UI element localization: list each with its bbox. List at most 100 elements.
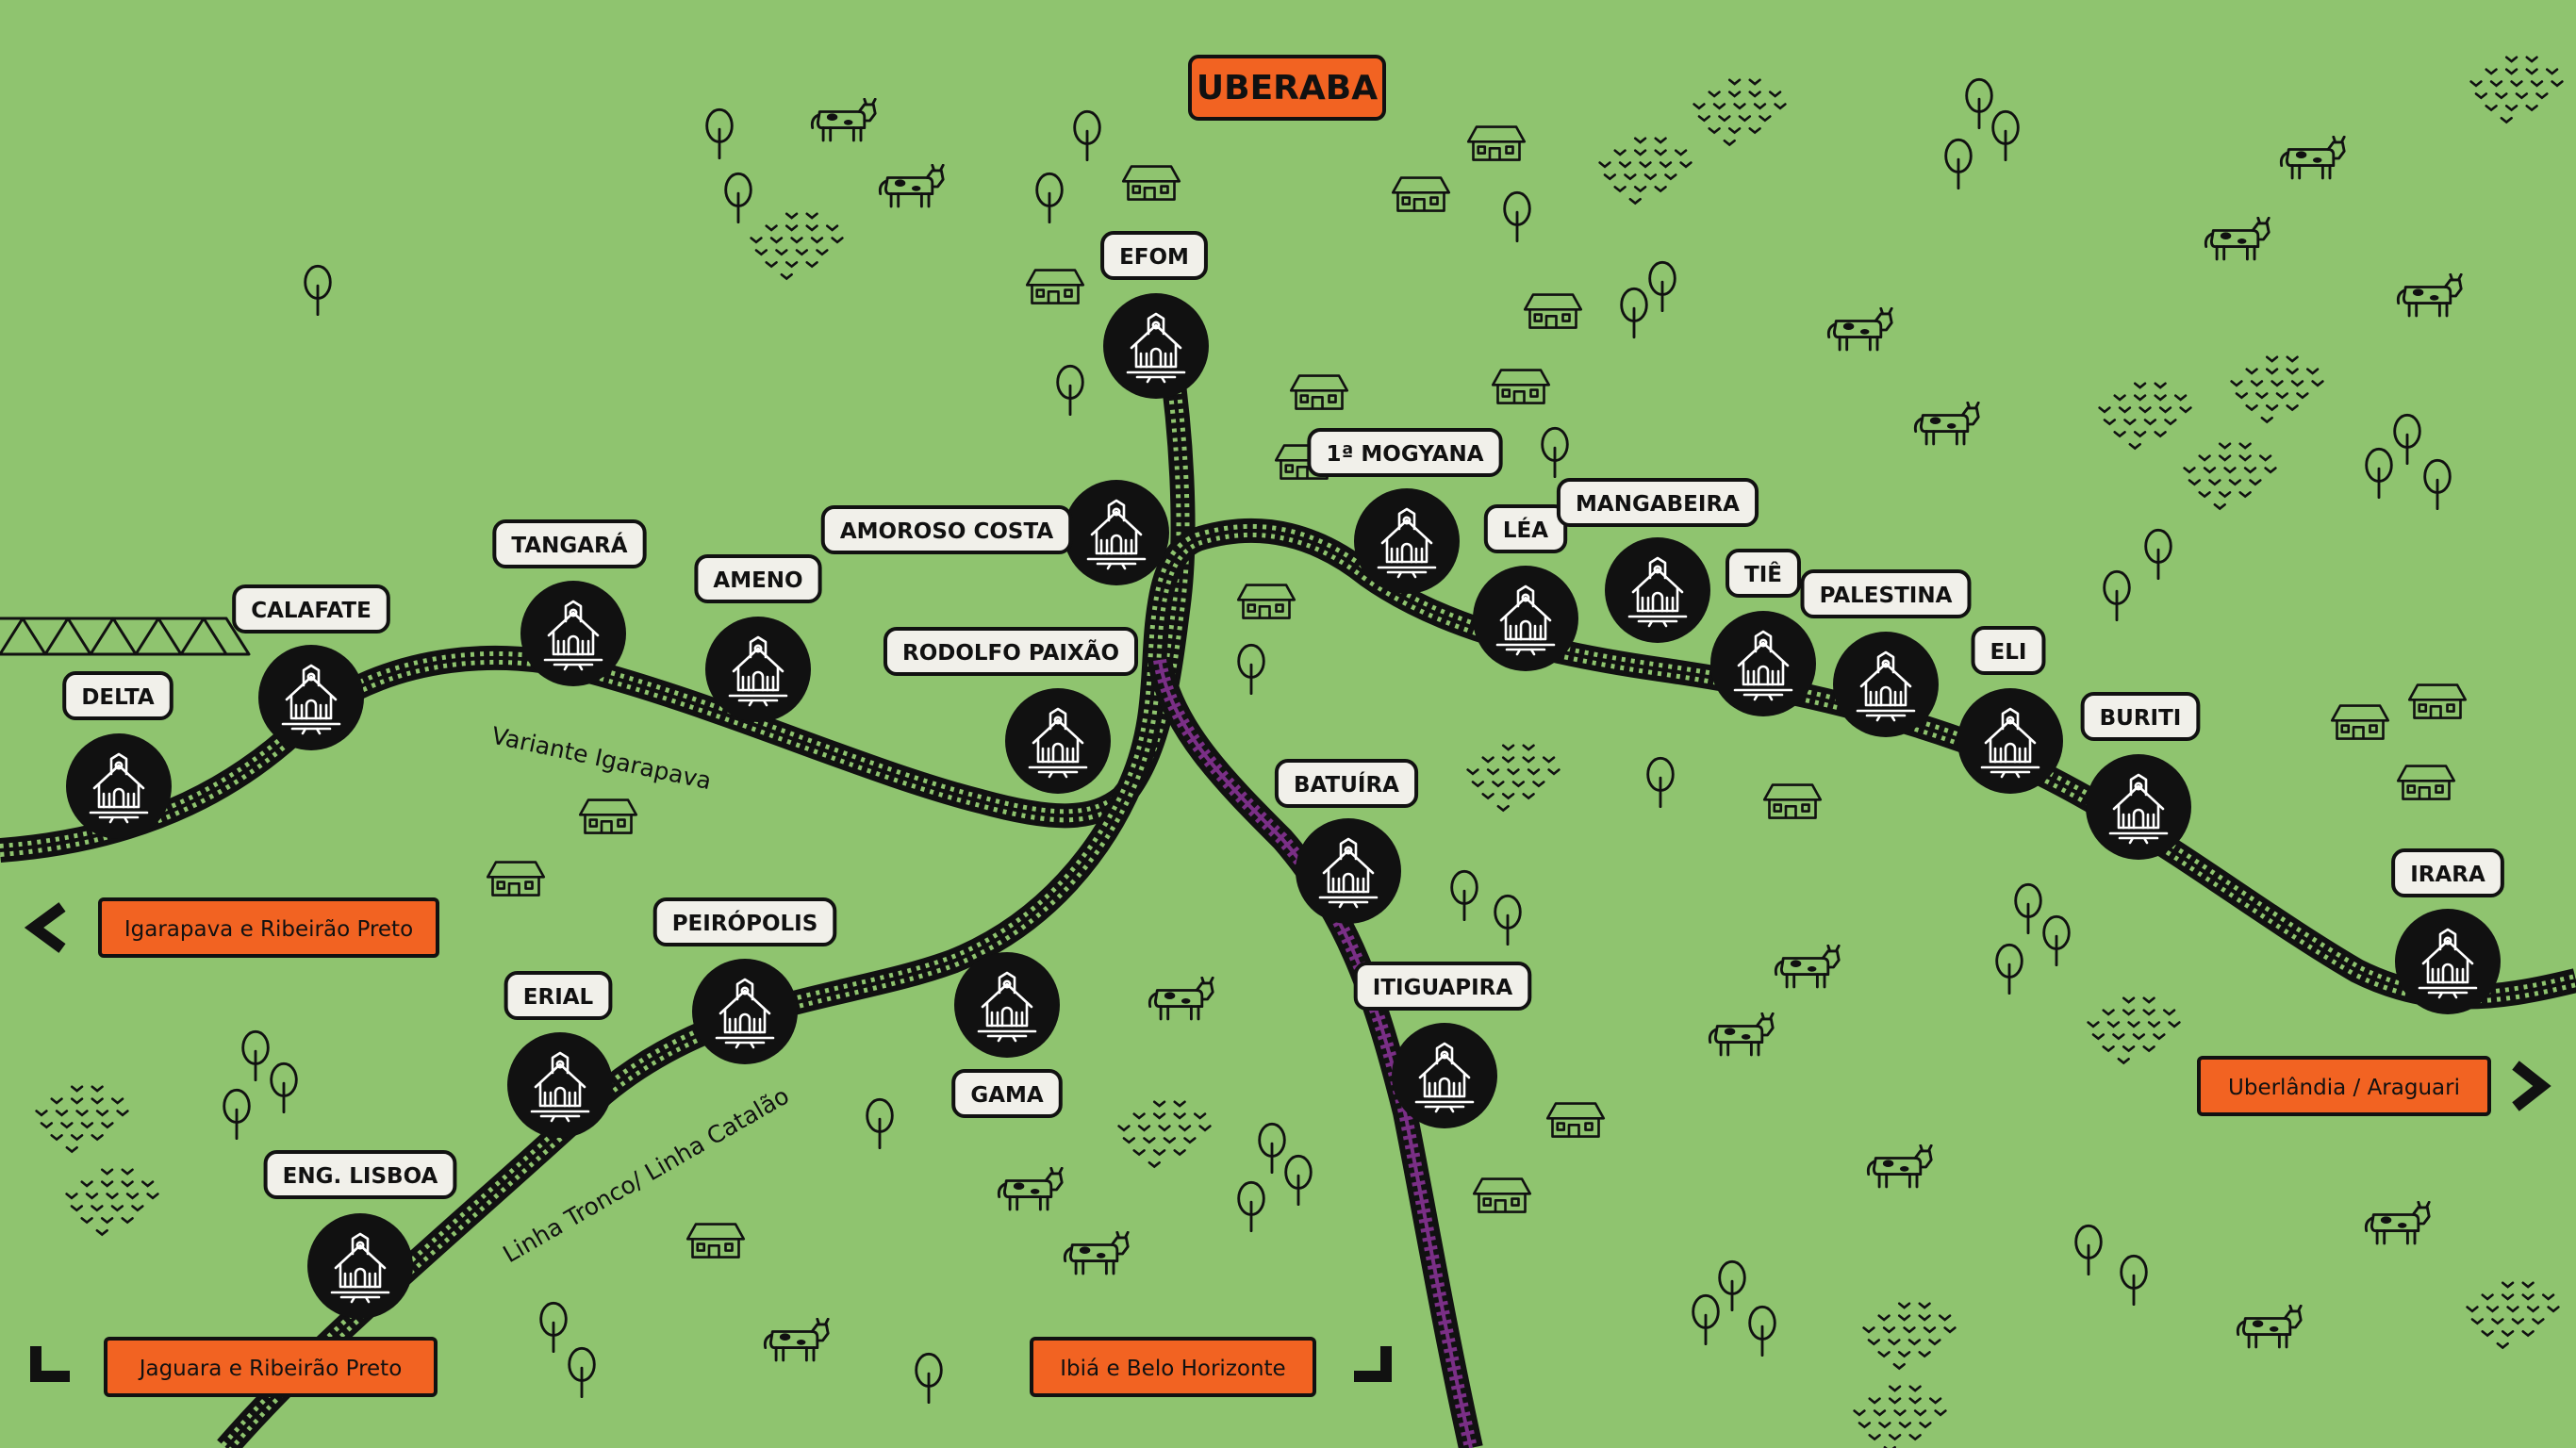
tree-icon <box>2103 569 2131 622</box>
station-label: ERIAL <box>523 985 594 1010</box>
station-buriti[interactable]: BURITI <box>2080 692 2201 860</box>
cow-icon <box>1148 977 1214 1021</box>
tree-icon <box>270 1061 298 1114</box>
city-title: UBERABA <box>1188 55 1386 121</box>
station-label-box <box>1353 962 1532 1011</box>
cow-icon <box>2396 273 2463 318</box>
station-label: DELTA <box>81 685 155 710</box>
station-label-box <box>1726 549 1801 598</box>
tree-icon <box>1237 1180 1265 1233</box>
station-rodolfo[interactable]: RODOLFO PAIXÃO <box>883 627 1139 794</box>
station-label-box <box>1483 504 1568 553</box>
station-englisboa[interactable]: ENG. LISBOA <box>263 1150 457 1319</box>
station-label: ELI <box>1990 640 2027 665</box>
tree-icon <box>2014 882 2042 935</box>
tree-icon <box>1073 109 1101 162</box>
station-marker <box>1710 611 1816 716</box>
station-delta[interactable]: DELTA <box>62 671 173 839</box>
cow-icon <box>997 1167 1064 1211</box>
tree-icon <box>2074 1224 2103 1276</box>
destination-uberlandia[interactable]: Uberlândia / Araguari <box>2197 1056 2551 1116</box>
house-icon <box>1523 293 1583 329</box>
station-label: 1ª MOGYANA <box>1326 442 1483 467</box>
station-calafate[interactable]: CALAFATE <box>232 584 390 750</box>
tree-icon <box>1237 643 1265 696</box>
house-icon <box>685 1223 746 1259</box>
cow-icon <box>1774 945 1841 989</box>
station-marker <box>2395 909 2501 1014</box>
station-label: RODOLFO PAIXÃO <box>902 639 1119 666</box>
destination-uberlandia-label: Uberlândia / Araguari <box>2228 1076 2460 1100</box>
station-label: BATUÍRA <box>1294 771 1399 798</box>
station-label: ITIGUAPIRA <box>1373 976 1513 1000</box>
station-label-box <box>2080 692 2201 741</box>
tree-icon <box>724 172 752 224</box>
station-eli[interactable]: ELI <box>1957 626 2063 794</box>
cow-icon <box>763 1318 830 1362</box>
destination-jaguara[interactable]: Jaguara e Ribeirão Preto <box>30 1337 438 1397</box>
destination-igarapava-label: Igarapava e Ribeirão Preto <box>124 917 413 942</box>
station-marker <box>1354 488 1460 594</box>
house-icon <box>1391 176 1451 212</box>
house-icon <box>1236 584 1296 619</box>
station-marker <box>520 581 626 686</box>
station-label-box <box>883 627 1139 676</box>
grass-icon <box>1117 1100 1212 1168</box>
station-marker <box>2086 754 2191 860</box>
station-batuira[interactable]: BATUÍRA <box>1274 759 1419 924</box>
station-label-box <box>1800 569 1972 618</box>
destination-igarapava[interactable]: Igarapava e Ribeirão Preto <box>24 897 439 958</box>
station-label: AMENO <box>713 568 802 593</box>
tree-icon <box>1450 869 1478 922</box>
destination-ibia[interactable]: Ibiá e Belo Horizonte <box>1030 1337 1392 1397</box>
station-label-box <box>1307 428 1503 477</box>
station-itiguapira[interactable]: ITIGUAPIRA <box>1353 962 1532 1128</box>
house-icon <box>1762 783 1823 819</box>
tree-icon <box>1692 1293 1720 1346</box>
tree-icon <box>1991 109 2020 162</box>
station-marker <box>954 952 1060 1058</box>
station-amoroso[interactable]: AMOROSO COSTA <box>820 480 1169 585</box>
station-marker <box>705 617 811 722</box>
station-label: TANGARÁ <box>511 532 627 558</box>
tree-icon <box>2423 458 2452 511</box>
station-label: IRARA <box>2410 863 2485 887</box>
station-gama[interactable]: GAMA <box>951 952 1063 1118</box>
tree-icon <box>2365 447 2393 500</box>
station-lea[interactable]: LÉA <box>1473 504 1578 671</box>
tree-icon <box>1056 364 1084 417</box>
station-marker <box>507 1032 613 1138</box>
station-ameno[interactable]: AMENO <box>694 554 822 722</box>
station-mangabeira[interactable]: MANGABEIRA <box>1556 478 1759 643</box>
tree-icon <box>1748 1305 1776 1358</box>
station-peiropolis[interactable]: PEIRÓPOLIS <box>652 897 837 1064</box>
tree-icon <box>241 1029 270 1082</box>
station-label-box <box>1556 478 1759 527</box>
station-tangara[interactable]: TANGARÁ <box>492 519 647 686</box>
station-erial[interactable]: ERIAL <box>504 971 613 1138</box>
station-palestina[interactable]: PALESTINA <box>1800 569 1972 737</box>
station-efom[interactable]: EFOM <box>1100 231 1209 399</box>
grass-icon <box>1693 78 1787 146</box>
station-label-box <box>951 1069 1063 1118</box>
station-label: LÉA <box>1503 517 1548 543</box>
house-icon <box>486 861 546 897</box>
house-icon <box>1289 374 1349 410</box>
tree-icon <box>2144 528 2172 581</box>
house-icon <box>1545 1102 1606 1138</box>
tree-icon <box>304 264 332 317</box>
tree-icon <box>1035 172 1064 224</box>
station-mogyana[interactable]: 1ª MOGYANA <box>1307 428 1503 594</box>
tree-icon <box>568 1346 596 1399</box>
station-irara[interactable]: IRARA <box>2391 848 2504 1014</box>
station-tie[interactable]: TIÊ <box>1710 549 1816 716</box>
tree-icon <box>1648 260 1676 313</box>
tree-icon <box>223 1088 251 1141</box>
grass-icon <box>2230 355 2324 423</box>
station-label: CALAFATE <box>251 599 372 623</box>
tree-icon <box>1646 756 1675 809</box>
station-label: PEIRÓPOLIS <box>672 910 818 936</box>
grass-icon <box>2466 1281 2560 1349</box>
station-label-box <box>232 584 390 634</box>
